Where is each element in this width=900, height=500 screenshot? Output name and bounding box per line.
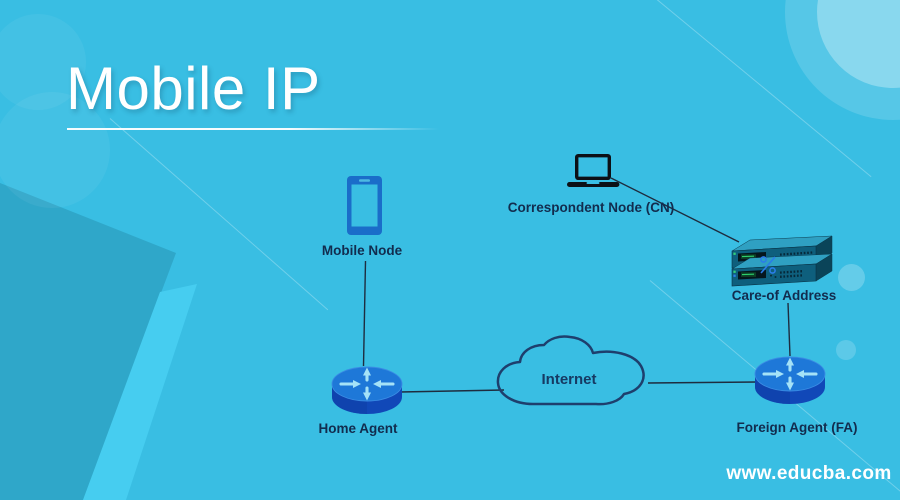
cloud-icon xyxy=(496,335,645,406)
switch-stack-icon xyxy=(731,235,833,287)
label-correspondent-node: Correspondent Node (CN) xyxy=(507,200,675,215)
connector-care-of-to-foreign-agent xyxy=(787,302,791,357)
connector-correspondent-to-care-of xyxy=(610,177,740,243)
label-mobile-node: Mobile Node xyxy=(321,243,403,258)
smartphone-icon xyxy=(347,176,382,235)
label-foreign-agent: Foreign Agent (FA) xyxy=(736,420,858,435)
router-icon xyxy=(330,365,404,416)
connector-lines xyxy=(362,177,791,393)
blue-percent-mark xyxy=(760,256,776,274)
laptop-icon xyxy=(567,154,620,187)
website-text: www.educba.com xyxy=(726,463,892,484)
page-title: Mobile IP xyxy=(66,55,321,122)
connector-home-agent-to-internet xyxy=(399,389,505,393)
label-care-of-address: Care-of Address xyxy=(731,288,837,303)
switch-unit-bottom xyxy=(731,253,833,287)
title-underline xyxy=(67,128,439,130)
label-internet: Internet xyxy=(541,371,597,388)
connector-internet-to-foreign-agent xyxy=(647,381,758,384)
label-home-agent: Home Agent xyxy=(318,421,398,436)
connector-mobile-to-home-agent xyxy=(362,260,367,367)
router-icon xyxy=(753,355,827,406)
